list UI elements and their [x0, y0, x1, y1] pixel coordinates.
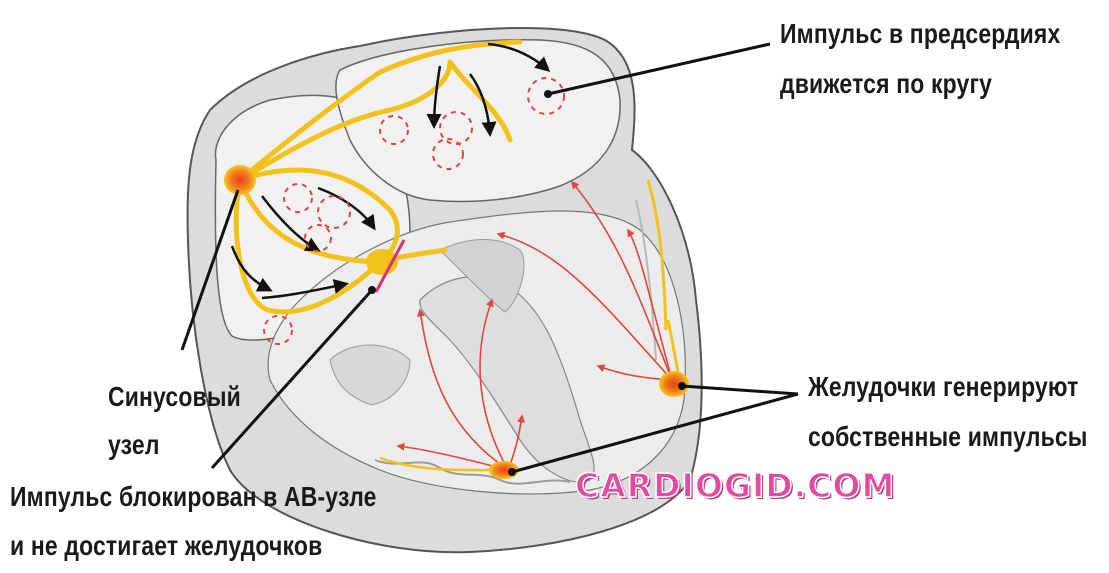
atria-impulse-label-line1: Импульс в предсердиях — [780, 20, 1060, 48]
av-block-label-line2: и не достигает желудочков — [10, 532, 322, 560]
ventricles-label-line1: Желудочки генерируют — [808, 373, 1079, 401]
watermark-logo: CARDIOGID.COM — [575, 466, 895, 505]
atria-impulse-label-line2: движется по кругу — [780, 70, 992, 98]
sinus-node-label-line2: узел — [108, 431, 160, 459]
sinus-node — [224, 165, 256, 195]
av-block-label-line1: Импульс блокирован в АВ-узле — [10, 483, 377, 511]
ventricles-label-line2: собственные импульсы — [808, 423, 1088, 451]
left-atrium-chamber — [336, 40, 620, 202]
sinus-node-label-line1: Синусовый — [108, 383, 241, 411]
